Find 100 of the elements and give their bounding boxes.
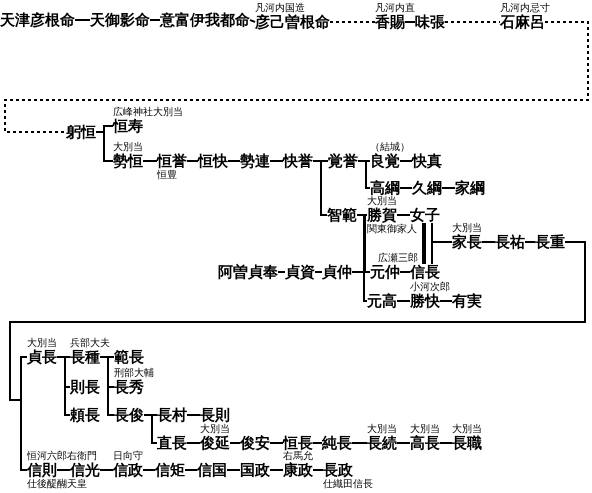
person-name: 貞資 — [285, 264, 315, 280]
person-name: 勢恒 — [113, 153, 143, 169]
person-name: 彦己曽根命 — [255, 14, 330, 30]
connector-line — [431, 241, 452, 264]
person-name: 久綱 — [412, 180, 442, 196]
connector-line — [400, 271, 410, 273]
person-name: 信政 — [113, 462, 143, 478]
title-note: 大別当 — [367, 424, 397, 435]
thick-line — [422, 223, 426, 264]
connector-line — [228, 160, 240, 162]
title-note: 大別当 — [113, 142, 143, 153]
title-note: 広峰神社大別当 — [113, 107, 183, 118]
person-name: 信国 — [197, 462, 227, 478]
title-note: 恒豊 — [157, 170, 177, 181]
title-note: 凡河内国造 — [255, 3, 305, 14]
connector-line — [397, 214, 410, 216]
person-name: 長政 — [323, 462, 353, 478]
person-name: 天御影命 — [90, 12, 150, 28]
person-name: 俊延 — [200, 435, 230, 451]
person-name: 信光 — [70, 462, 100, 478]
person-name: 元仲 — [370, 264, 400, 280]
connector-line — [352, 442, 367, 444]
person-name: 阿曽貞奉 — [218, 264, 278, 280]
person-name: 長重 — [535, 234, 565, 250]
person-name: 恒寿 — [113, 118, 143, 134]
connector-line — [230, 442, 240, 444]
title-note: 凡河内直 — [375, 3, 415, 14]
title-note: （結城） — [370, 142, 410, 153]
connector-line — [143, 160, 157, 162]
connector-line — [525, 241, 535, 243]
person-name: 意富伊我都命 — [160, 12, 250, 28]
person-name: 康政 — [283, 462, 313, 478]
person-name: 俊安 — [240, 435, 270, 451]
connector-line — [440, 300, 452, 302]
person-name: 勝賀 — [367, 207, 397, 223]
connector-line — [143, 469, 155, 471]
title-note: 刑部大輔 — [114, 368, 154, 379]
connector-line — [397, 300, 410, 302]
person-name: 則長 — [70, 379, 100, 395]
connector-line — [482, 241, 495, 243]
person-name: 智範 — [327, 207, 357, 223]
person-name: 長則 — [200, 407, 230, 423]
person-name: 良覚 — [370, 153, 400, 169]
person-name: 範長 — [114, 349, 144, 365]
person-name: 快真 — [412, 153, 442, 169]
connector-line — [405, 21, 415, 23]
title-note: 大別当 — [452, 424, 482, 435]
connector-line — [96, 131, 113, 162]
connector-line — [187, 160, 198, 162]
person-name: 元高 — [367, 293, 397, 309]
connector-line — [315, 271, 322, 273]
connector-line — [57, 356, 70, 416]
connector-line — [187, 414, 200, 416]
person-name: 信長 — [410, 264, 440, 280]
person-name: 恒快 — [198, 153, 228, 169]
person-name: 貞長 — [27, 349, 57, 365]
connector-line — [185, 469, 197, 471]
connector-line — [100, 469, 113, 471]
person-name: 恒長 — [283, 435, 313, 451]
connector-line — [270, 469, 283, 471]
connector-line — [57, 469, 70, 471]
title-note: 小河次郎 — [410, 282, 450, 293]
connector-line — [440, 442, 452, 444]
title-note: 右馬允 — [283, 451, 313, 462]
person-name: 家綱 — [455, 180, 485, 196]
connector-line — [313, 160, 327, 216]
title-note: 関東御家人 — [367, 224, 417, 235]
person-name: 長村 — [157, 407, 187, 423]
person-name: 頼長 — [70, 407, 100, 423]
person-name: 香賜 — [375, 14, 405, 30]
dotted-line — [445, 21, 500, 23]
connector-line — [400, 187, 412, 189]
person-name: 高長 — [410, 435, 440, 451]
title-note: 大別当 — [410, 424, 440, 435]
person-name: 勝快 — [410, 293, 440, 309]
person-name: 恒誉 — [157, 153, 187, 169]
title-note: 凡河内忌寸 — [500, 3, 550, 14]
dotted-line — [4, 21, 589, 133]
person-name: 長種 — [70, 349, 100, 365]
connector-line — [150, 19, 160, 21]
connector-line — [270, 160, 283, 162]
connector-line — [9, 241, 586, 471]
title-note: 仕織田信長 — [323, 479, 373, 490]
connector-line — [144, 414, 157, 444]
connector-line — [100, 356, 114, 416]
title-note: 大別当 — [27, 338, 57, 349]
person-name: 信則 — [27, 462, 57, 478]
person-name: 国政 — [240, 462, 270, 478]
person-name: 有実 — [452, 293, 482, 309]
connector-line — [187, 442, 200, 444]
person-name: 家長 — [452, 234, 482, 250]
person-name: 長秀 — [114, 379, 144, 395]
dotted-line — [330, 21, 375, 23]
person-name: 長祐 — [495, 234, 525, 250]
person-name: 長続 — [367, 435, 397, 451]
title-note: 大別当 — [452, 223, 482, 234]
connector-line — [313, 469, 323, 471]
person-name: 快誉 — [283, 153, 313, 169]
person-name: 躬恒 — [66, 124, 96, 140]
title-note: 恒河六郎右衛門 — [27, 451, 97, 462]
